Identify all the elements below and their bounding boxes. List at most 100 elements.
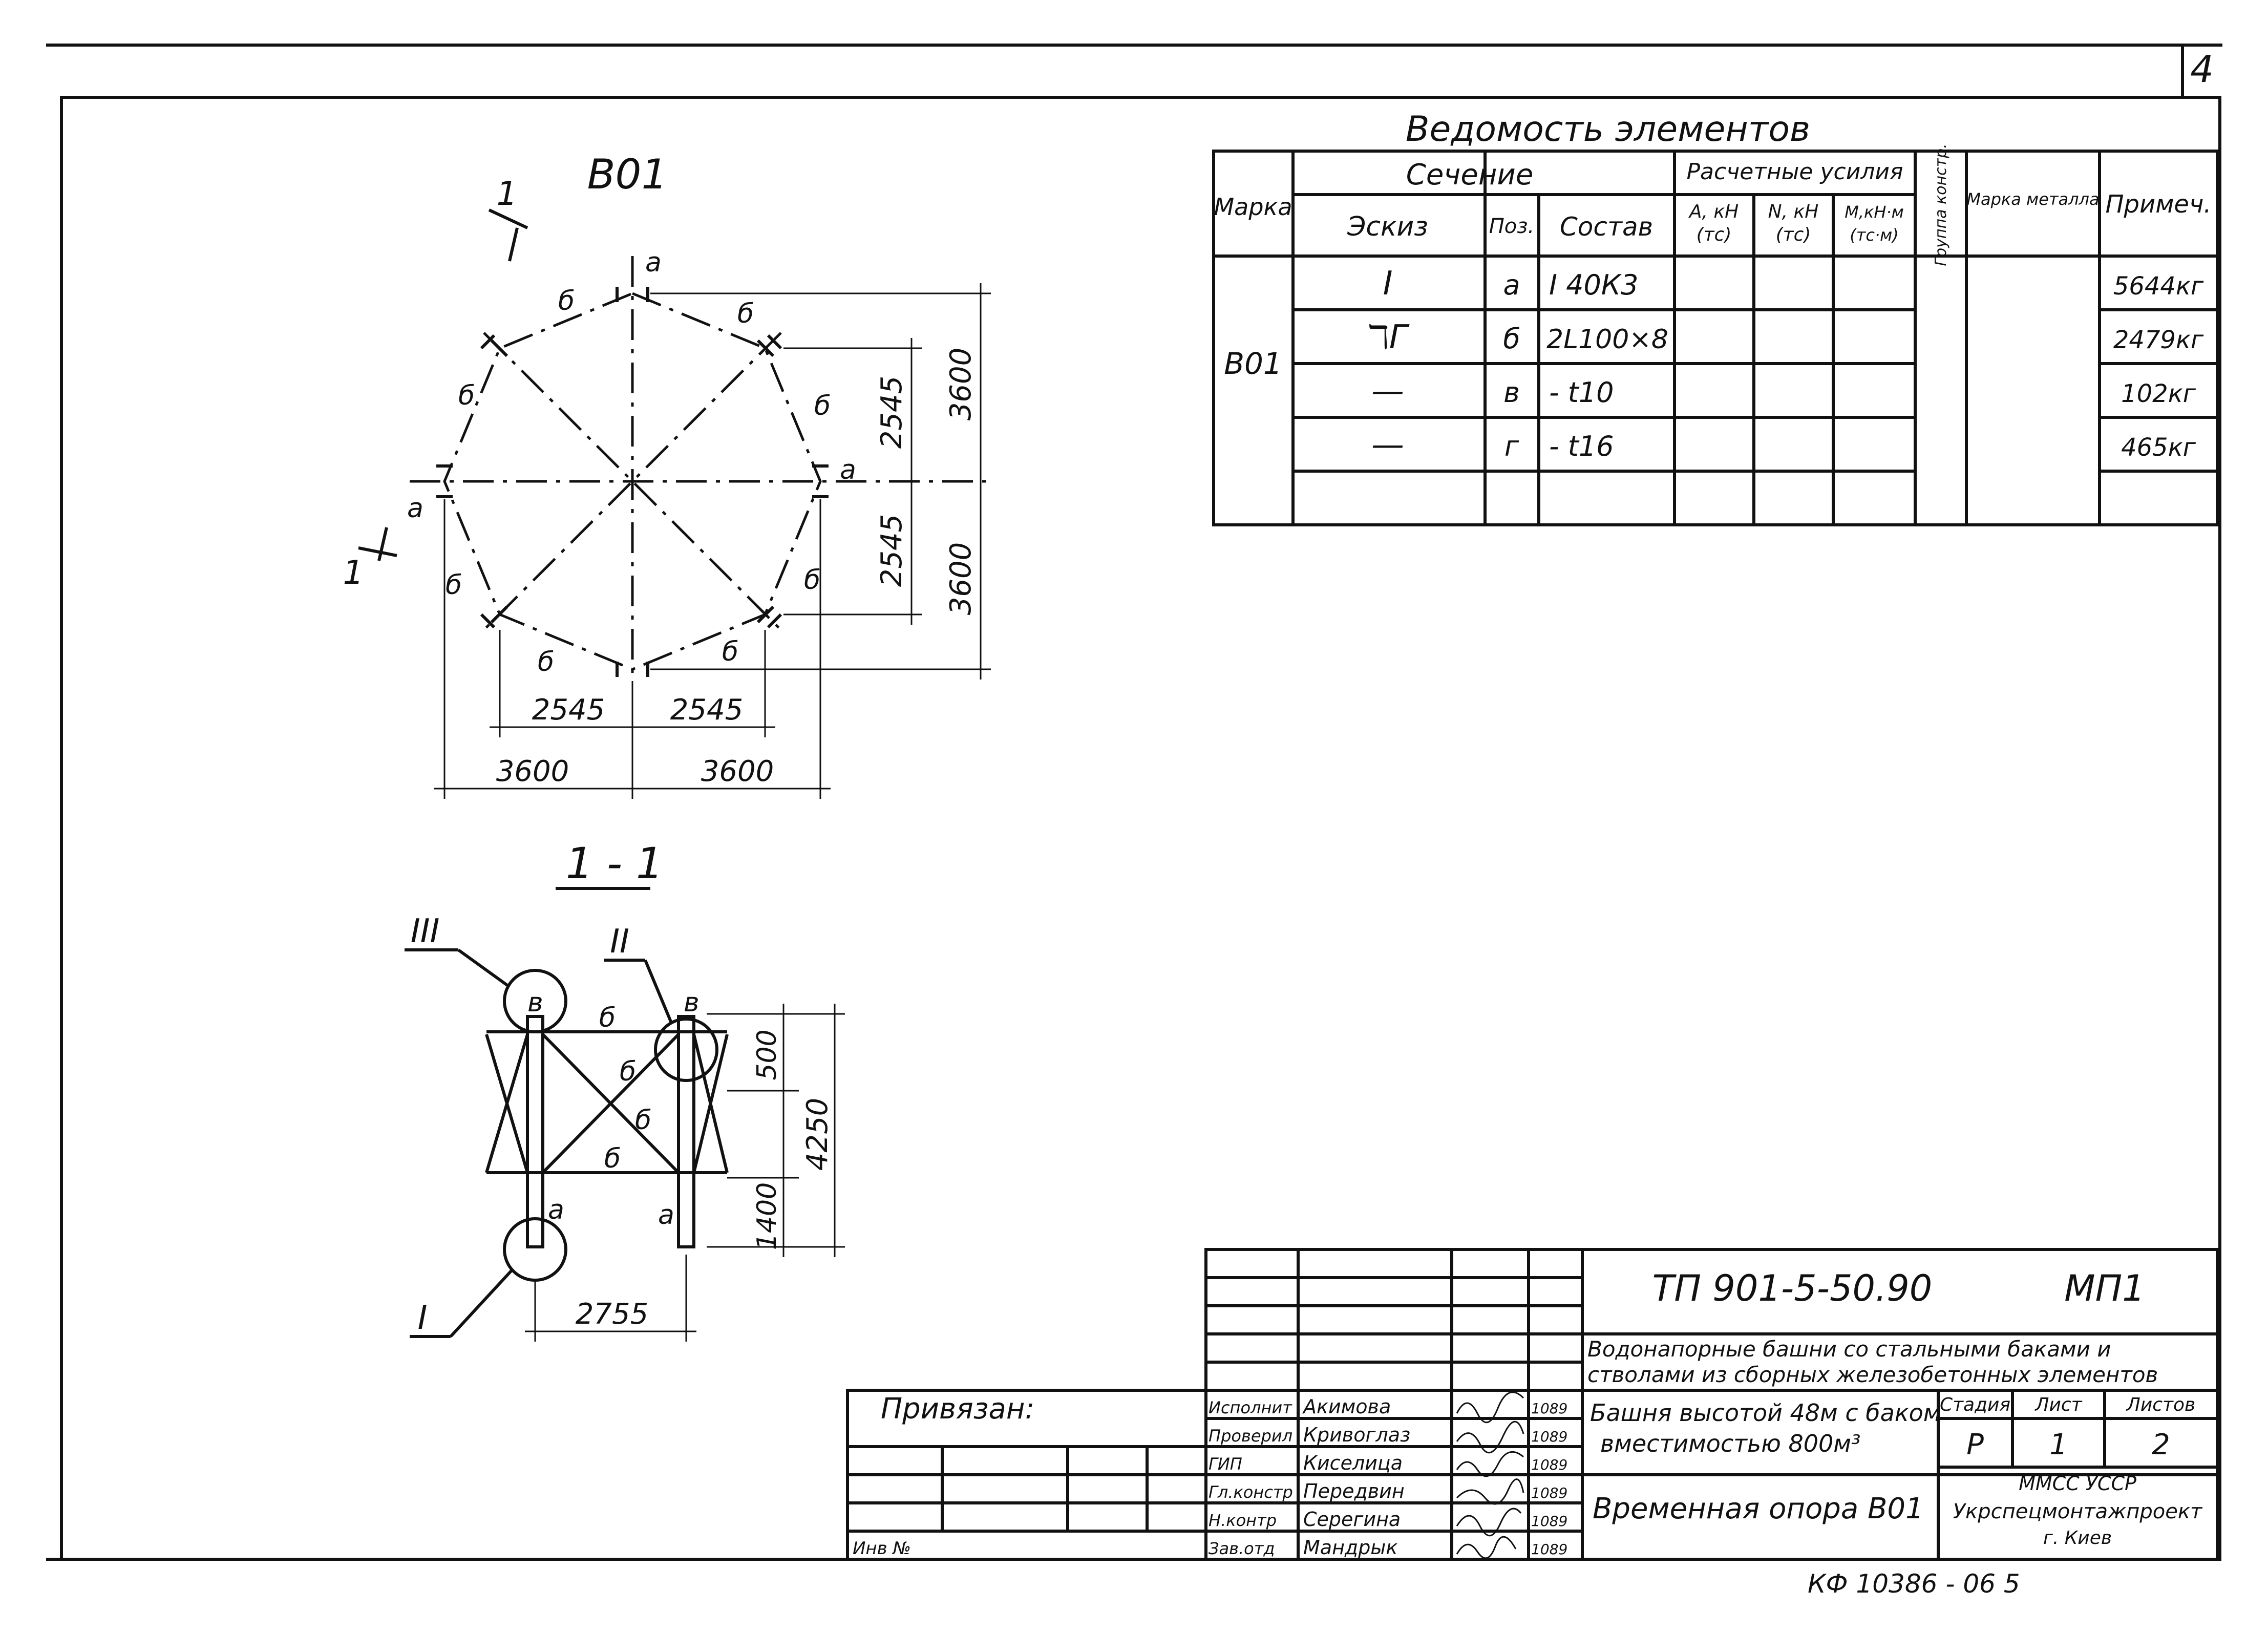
svg-text:а: а [658,1200,674,1231]
svg-text:2: 2 [2152,1428,2170,1461]
svg-text:2545: 2545 [532,693,605,727]
svg-text:1089: 1089 [1531,1428,1567,1445]
svg-text:Сечение: Сечение [1406,158,1534,192]
svg-text:б: б [558,286,575,316]
svg-text:а: а [840,455,856,485]
svg-text:г: г [1504,430,1519,462]
project-title: Водонапорные башни со стальными баками и… [1587,1337,2158,1387]
svg-text:ГИП: ГИП [1209,1454,1242,1474]
svg-text:1400: 1400 [752,1182,782,1250]
svg-text:Расчетные усилия: Расчетные усилия [1687,159,1903,185]
table-row: — в - t10 102кг [1371,372,2196,410]
title-block: ТП 901-5-50.90 МП1 Водонапорные башни со… [846,1248,2219,1561]
svg-text:Марка: Марка [1214,193,1292,221]
svg-text:Серегина: Серегина [1303,1508,1401,1531]
mark-value: В01 [1224,346,1282,381]
svg-text:3600: 3600 [944,542,978,616]
staff-list: Исполнит Акимова 1089 Проверил Кривоглаз… [1209,1395,1567,1559]
svg-text:Зав.отд: Зав.отд [1209,1539,1275,1558]
svg-text:3600: 3600 [701,755,774,788]
svg-text:2545: 2545 [670,693,744,727]
sheet-code: МП1 [2064,1267,2145,1309]
svg-text:Листов: Листов [2126,1394,2195,1415]
table-row: — г - t16 465кг [1371,426,2196,464]
svg-text:в: в [684,987,700,1018]
svg-text:б: б [538,647,554,677]
section-cut-mark-top: 1 [488,175,528,262]
svg-text:I: I [1383,265,1393,303]
svg-text:I 40К3: I 40К3 [1549,269,1639,301]
svg-text:а: а [645,247,662,278]
ring-members [443,292,822,671]
svg-text:500: 500 [752,1029,782,1080]
svg-text:Марка металла: Марка металла [1966,189,2099,209]
svg-text:г. Киев: г. Киев [2043,1528,2112,1549]
svg-text:4250: 4250 [801,1098,834,1171]
svg-text:б: б [599,1003,616,1033]
svg-text:б: б [446,570,462,601]
svg-text:Киселица: Киселица [1303,1452,1403,1474]
svg-text:Передвин: Передвин [1303,1480,1405,1502]
sheet-frame [46,44,2222,1561]
svg-text:1: 1 [2049,1428,2068,1461]
svg-text:Лист: Лист [2034,1394,2082,1415]
svg-text:б: б [458,380,475,411]
svg-text:б: б [1503,323,1520,355]
svg-text:Привязан:: Привязан: [881,1392,1034,1426]
archive-number: КФ 10386 - 06 5 [1808,1569,2020,1599]
svg-text:б: б [635,1105,651,1136]
svg-text:б: б [604,1143,621,1174]
svg-text:—: — [1371,426,1404,464]
svg-text:Группа констр.: Группа констр. [1932,143,1950,266]
svg-text:1: 1 [343,554,364,592]
svg-text:- t10: - t10 [1549,376,1614,409]
svg-text:в: в [527,987,543,1018]
callout-3: III [411,913,440,950]
svg-text:N, кН: N, кН [1768,201,1819,222]
svg-text:Инв №: Инв № [853,1538,911,1559]
svg-text:а: а [548,1195,564,1225]
svg-text:Р: Р [1966,1428,1984,1461]
svg-text:3600: 3600 [496,755,569,788]
svg-text:а: а [407,493,423,524]
svg-text:2545: 2545 [875,376,908,449]
svg-text:Башня высотой 48м с баком: Башня высотой 48м с баком [1590,1399,1941,1427]
callout-2: II [610,923,629,961]
section-cut-mark-left: 1 [343,527,397,592]
table-row: ℸΓ б 2L100×8 2479кг [1368,319,2204,356]
section-title: 1 - 1 [566,838,664,888]
svg-text:1089: 1089 [1531,1541,1567,1558]
svg-text:ℸΓ: ℸΓ [1368,319,1410,356]
svg-text:Акимова: Акимова [1302,1395,1391,1418]
svg-text:—: — [1371,372,1404,410]
svg-text:Поз.: Поз. [1489,215,1535,238]
svg-text:Гл.констр: Гл.констр [1209,1482,1293,1502]
svg-text:1089: 1089 [1531,1484,1567,1501]
plan-title: В01 [587,151,668,198]
svg-text:Мандрык: Мандрык [1303,1536,1397,1559]
svg-text:Состав: Состав [1560,212,1653,242]
svg-text:Укрспецмонтажпроект: Укрспецмонтажпроект [1953,1500,2203,1523]
svg-text:б: б [737,299,754,329]
svg-text:б: б [804,565,820,596]
svg-text:Стадия: Стадия [1940,1394,2010,1415]
svg-text:2L100×8: 2L100×8 [1546,324,1668,355]
svg-text:2755: 2755 [576,1298,649,1331]
svg-text:- t16: - t16 [1549,430,1614,462]
svg-text:(тс): (тс) [1697,224,1732,245]
drawing-name: Временная опора В01 [1593,1492,1924,1525]
svg-text:Проверил: Проверил [1209,1426,1292,1446]
svg-text:1089: 1089 [1531,1400,1567,1417]
svg-text:Эскиз: Эскиз [1347,211,1428,242]
svg-text:(тс·м): (тс·м) [1850,225,1899,245]
section-view: 1 - 1 III II I в в б б б б а [405,838,845,1342]
svg-text:Примеч.: Примеч. [2105,190,2211,219]
svg-text:ММСС УССР: ММСС УССР [2019,1472,2136,1495]
project-code: ТП 901-5-50.90 [1652,1267,1933,1309]
svg-text:2545: 2545 [875,514,908,587]
svg-text:465кг: 465кг [2121,433,2196,462]
svg-text:3600: 3600 [944,348,978,421]
svg-text:1089: 1089 [1531,1513,1567,1530]
svg-text:б: б [620,1056,636,1087]
